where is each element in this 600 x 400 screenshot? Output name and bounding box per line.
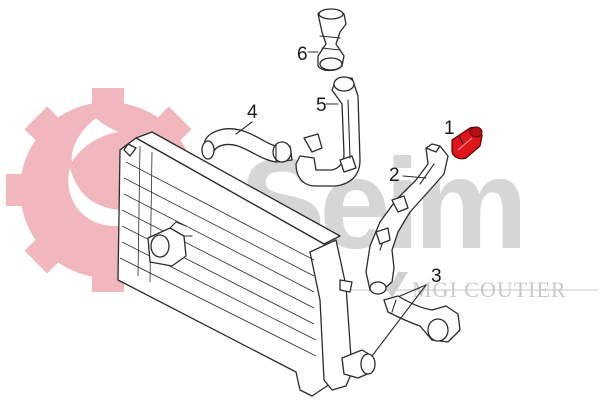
radiator-inlet-fitting — [147, 221, 193, 267]
radiator-outlet-fitting — [341, 349, 376, 379]
hose-4[interactable] — [201, 128, 293, 163]
callout-2: 2 — [389, 165, 400, 186]
pipe-2[interactable] — [365, 143, 449, 295]
hose-3[interactable] — [383, 295, 461, 343]
callout-5: 5 — [316, 95, 327, 116]
callout-3: 3 — [431, 266, 442, 287]
leader-lines — [235, 51, 464, 357]
callout-labels: 1 2 3 4 5 6 — [247, 44, 455, 287]
brand-subtitle: MGI COUTIER — [412, 277, 567, 302]
callout-4: 4 — [247, 102, 258, 123]
pipe-5[interactable] — [295, 76, 361, 187]
intercooler-radiator — [117, 131, 376, 397]
callout-1: 1 — [444, 118, 455, 139]
callout-6: 6 — [297, 44, 308, 65]
hose-6[interactable] — [317, 8, 347, 72]
